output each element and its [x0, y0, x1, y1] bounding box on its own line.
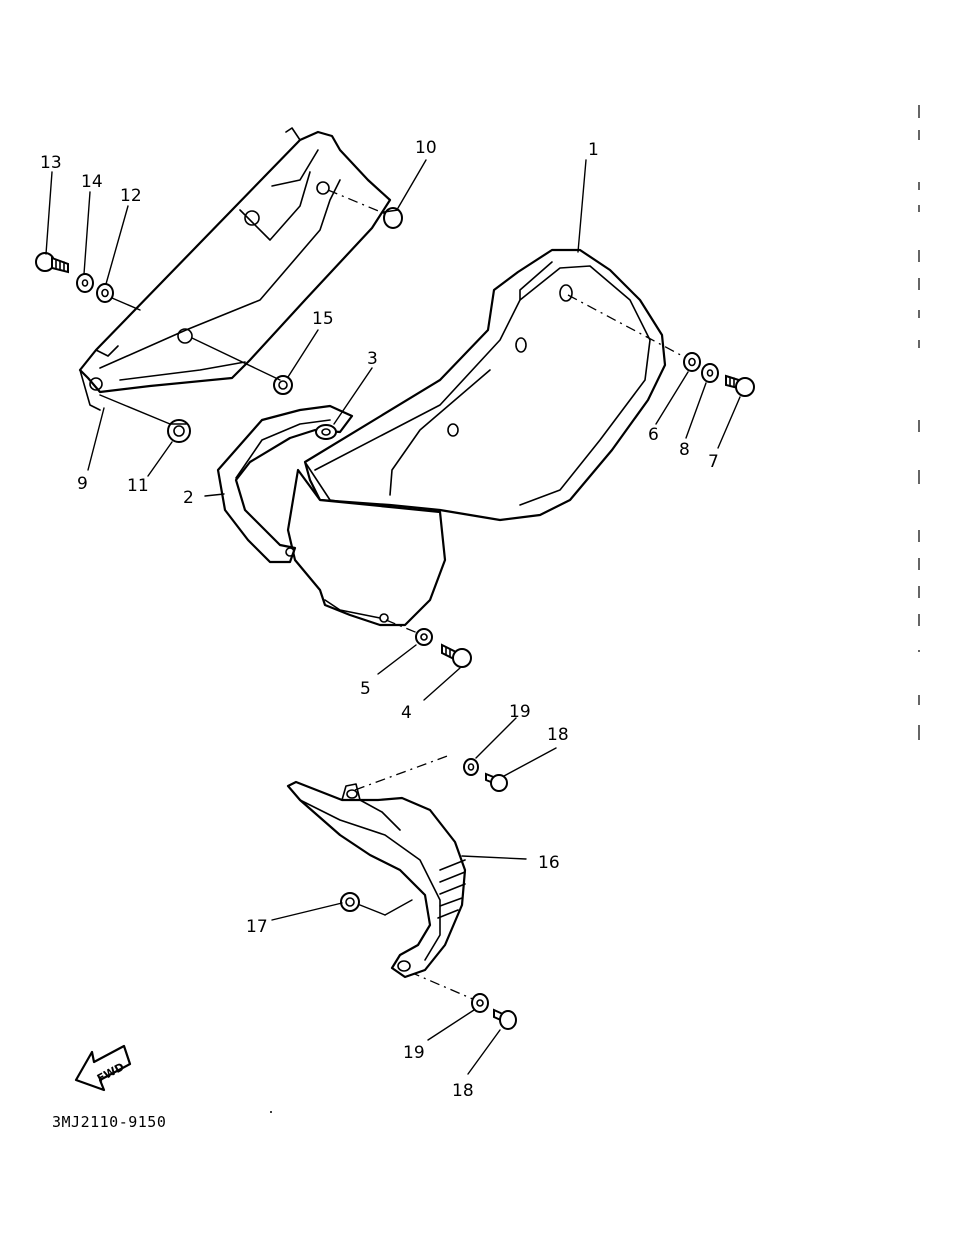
callout-18-upper: 18 [547, 725, 569, 745]
washer-part-12 [96, 283, 114, 303]
bracket-part-9 [78, 127, 392, 411]
callout-13: 13 [40, 153, 62, 173]
callout-7: 7 [708, 452, 719, 472]
callout-6: 6 [648, 425, 659, 445]
callout-1: 1 [588, 140, 599, 160]
callout-18-lower: 18 [452, 1081, 474, 1101]
diagram-code: 3MJ2110-9150 [52, 1113, 166, 1131]
callout-3: 3 [367, 349, 378, 369]
side-cover-part-1 [303, 248, 667, 522]
alignment-lines [327, 189, 691, 1001]
bolt-part-18-lower [493, 1008, 517, 1030]
callout-15: 15 [312, 309, 334, 329]
callout-19-lower: 19 [403, 1043, 425, 1063]
grommet-part-15 [273, 375, 293, 395]
bolt-part-18-upper [485, 772, 508, 792]
washer-part-5 [415, 628, 433, 646]
callout-8: 8 [679, 440, 690, 460]
washer-part-8 [701, 363, 719, 383]
trim-part-2 [216, 404, 354, 564]
callout-16: 16 [538, 853, 560, 873]
lower-cover-part-16 [286, 780, 467, 979]
callout-11: 11 [127, 476, 149, 496]
callout-12: 12 [120, 186, 142, 206]
callout-19-upper: 19 [509, 702, 531, 722]
grommet-part-11 [167, 419, 191, 443]
stray-dot [270, 1111, 272, 1113]
side-cover-lower-panel [286, 468, 447, 627]
fwd-arrow-icon: FWD [74, 1044, 132, 1092]
washer-part-19-lower [471, 993, 489, 1013]
callout-10: 10 [415, 138, 437, 158]
callout-9: 9 [77, 474, 88, 494]
bolt-part-13 [35, 252, 69, 274]
washer-part-14 [76, 273, 94, 293]
grommet-part-3 [315, 424, 337, 440]
washer-part-6 [683, 352, 701, 372]
callout-2: 2 [183, 488, 194, 508]
rivet-part-10 [383, 207, 403, 229]
callout-4: 4 [401, 703, 412, 723]
hardware [35, 207, 755, 1030]
callout-5: 5 [360, 679, 371, 699]
washer-part-19-upper [463, 758, 479, 776]
callout-17: 17 [246, 917, 268, 937]
callout-14: 14 [81, 172, 103, 192]
bolt-part-7 [725, 374, 755, 397]
bolt-part-4 [441, 643, 472, 668]
leader-lines [45, 159, 741, 1075]
callout-numbers: 1 2 3 4 5 6 7 8 9 10 11 12 13 14 15 16 1… [40, 138, 719, 1101]
grommet-part-17 [340, 892, 360, 912]
